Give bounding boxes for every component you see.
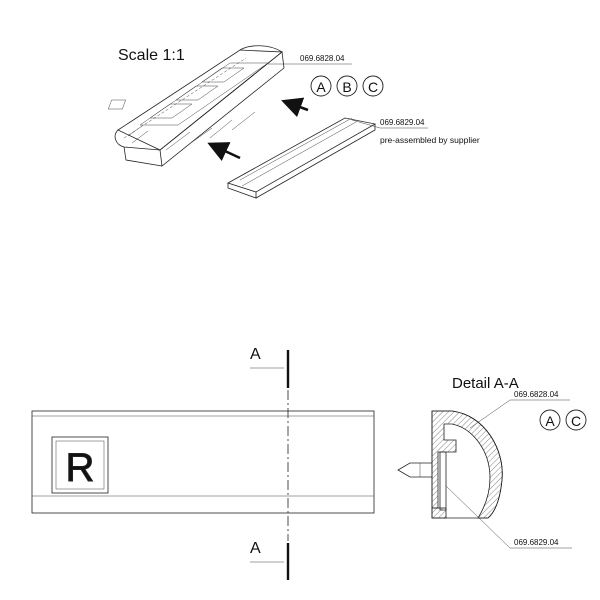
insert-strip-part <box>226 117 377 199</box>
detail-variant-label-a: A <box>545 413 555 429</box>
assembly-arrow-left <box>207 142 241 162</box>
detail-title: Detail A-A <box>452 375 519 392</box>
variant-circle-b <box>336 75 358 97</box>
section-label-bottom: A <box>250 540 261 557</box>
housing-part <box>107 45 285 167</box>
variant-circles-top: A B C <box>310 75 384 97</box>
detail-leader-lower <box>445 485 511 549</box>
detail-variant-circle-a <box>539 409 561 431</box>
variant-circle-c <box>362 75 384 97</box>
variant-label-a: A <box>316 79 326 95</box>
section-label-top: A <box>250 346 261 363</box>
detail-pin <box>397 462 432 478</box>
leader-line-strip <box>351 119 381 129</box>
isometric-view: Scale 1:1 069.6828.04 A <box>107 45 480 199</box>
detail-leader-upper <box>469 399 511 429</box>
detail-section: Detail A-A 069.6828.04 A C 069.6829.04 <box>397 375 587 549</box>
detail-part-number-upper: 069.6828.04 <box>514 390 559 399</box>
logo-box: R <box>51 436 109 494</box>
detail-insert-strip <box>439 451 447 511</box>
detail-hatched-wall <box>431 410 503 519</box>
logo-letter: R <box>66 446 95 490</box>
variant-label-c: C <box>368 79 378 95</box>
detail-hatched-foot <box>431 507 447 519</box>
front-view: A A R <box>31 346 375 580</box>
detail-part-number-lower: 069.6829.04 <box>514 538 559 547</box>
scale-label: Scale 1:1 <box>118 47 185 64</box>
part-number-strip: 069.6829.04 <box>380 118 425 127</box>
detail-variant-circle-c <box>565 409 587 431</box>
part-number-housing: 069.6828.04 <box>300 54 345 63</box>
front-body-outline <box>31 410 375 514</box>
assembly-arrow-right <box>281 97 309 118</box>
detail-variant-label-c: C <box>571 413 581 429</box>
variant-label-b: B <box>342 79 351 95</box>
variant-circle-a <box>310 75 332 97</box>
supplier-note: pre-assembled by supplier <box>380 135 480 145</box>
